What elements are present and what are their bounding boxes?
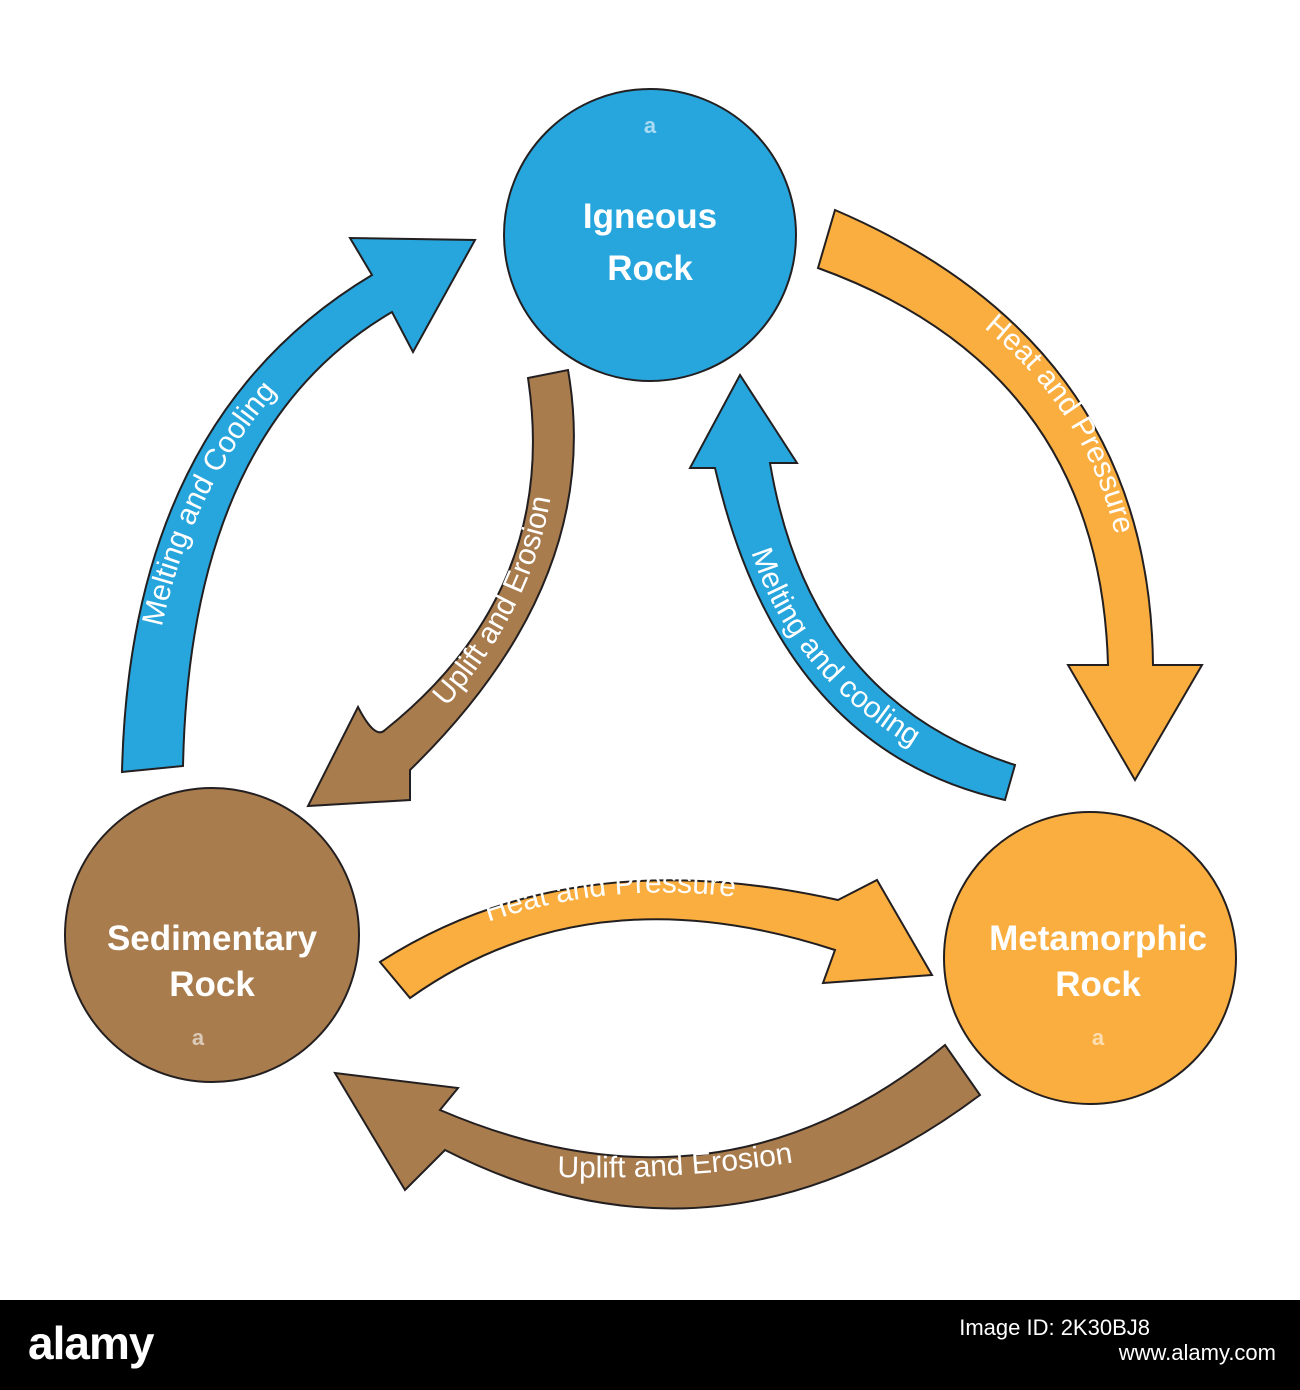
label-melting-cooling-left: Melting and Cooling — [136, 375, 282, 629]
sedimentary-label-line1: Sedimentary — [107, 919, 318, 958]
arrow-heat-pressure-right — [816, 208, 1204, 782]
node-metamorphic-rock: Metamorphic Rock a — [943, 811, 1237, 1105]
metamorphic-label-line2: Rock — [1055, 965, 1141, 1004]
arrow-melting-cooling-center — [688, 373, 1017, 802]
arrow-uplift-erosion-bottom — [333, 1043, 982, 1210]
watermark-mark: a — [1092, 1025, 1105, 1050]
alamy-logo: alamy — [28, 1317, 154, 1369]
rock-cycle-diagram: Melting and Cooling Heat and Pressure Up… — [64, 88, 1237, 1210]
igneous-label-line1: Igneous — [583, 197, 717, 236]
stock-footer-bar: alamy Image ID: 2K30BJ8 www.alamy.com — [0, 1300, 1300, 1390]
arrow-uplift-erosion-center — [306, 368, 575, 808]
igneous-label-line2: Rock — [607, 249, 693, 288]
metamorphic-label-line1: Metamorphic — [989, 919, 1207, 958]
label-uplift-erosion-center: Uplift and Erosion — [426, 493, 557, 712]
node-sedimentary-rock: Sedimentary Rock a — [64, 787, 360, 1083]
site-url: www.alamy.com — [1118, 1340, 1276, 1365]
node-igneous-rock: Igneous Rock a — [503, 88, 797, 382]
watermark-mark: a — [192, 1025, 205, 1050]
arrow-melting-cooling-left — [120, 236, 477, 774]
watermark-mark: a — [644, 113, 657, 138]
image-id: Image ID: 2K30BJ8 — [959, 1315, 1150, 1340]
sedimentary-label-line2: Rock — [169, 965, 255, 1004]
arrow-heat-pressure-bottom — [378, 878, 934, 1000]
